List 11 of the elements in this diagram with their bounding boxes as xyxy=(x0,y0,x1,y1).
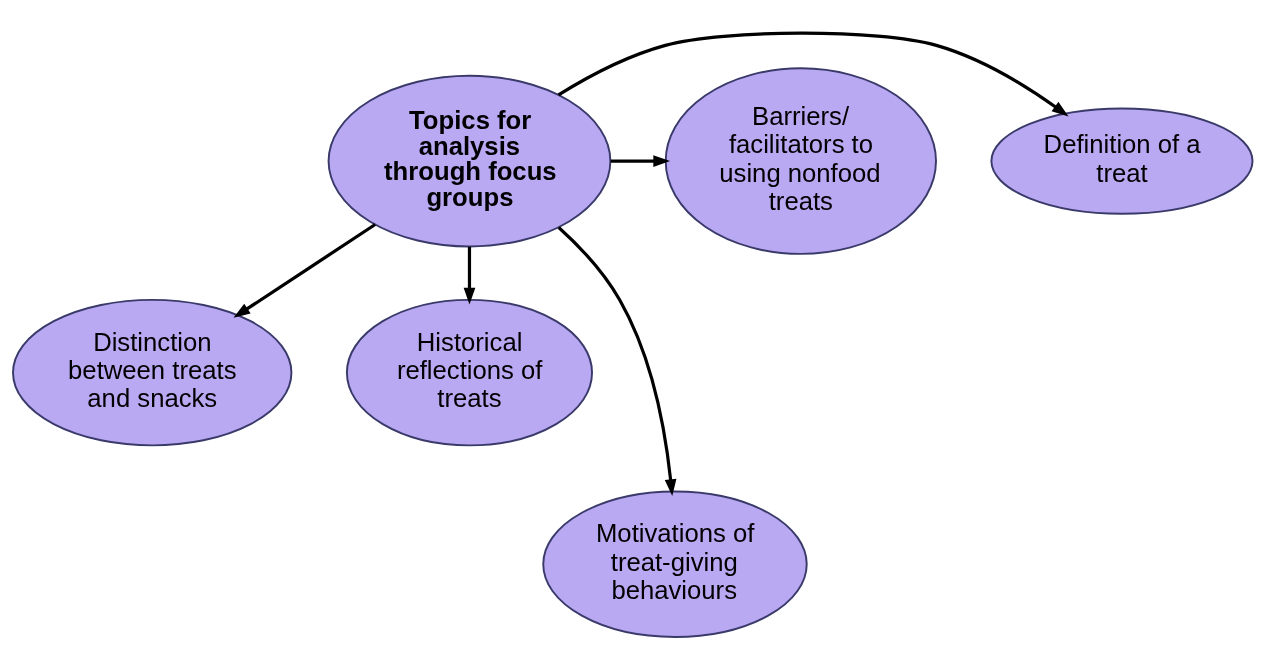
arrow xyxy=(463,246,476,305)
node-ellipse: Topics for analysis through focus groups xyxy=(327,74,612,247)
node-ellipse: Barriers/ facilitators to using nonfood treats xyxy=(664,66,937,255)
node-ellipse: Motivations of treat-giving behaviours xyxy=(542,490,808,638)
node-ellipse: Definition of a treat xyxy=(990,106,1254,215)
arrow xyxy=(557,31,1069,116)
arrow xyxy=(233,222,377,318)
arrow xyxy=(610,154,671,167)
node-ellipse: Historical reflections of treats xyxy=(345,298,593,446)
node-ellipse: Distinction between treats and snacks xyxy=(12,298,293,446)
arrow xyxy=(557,225,677,496)
